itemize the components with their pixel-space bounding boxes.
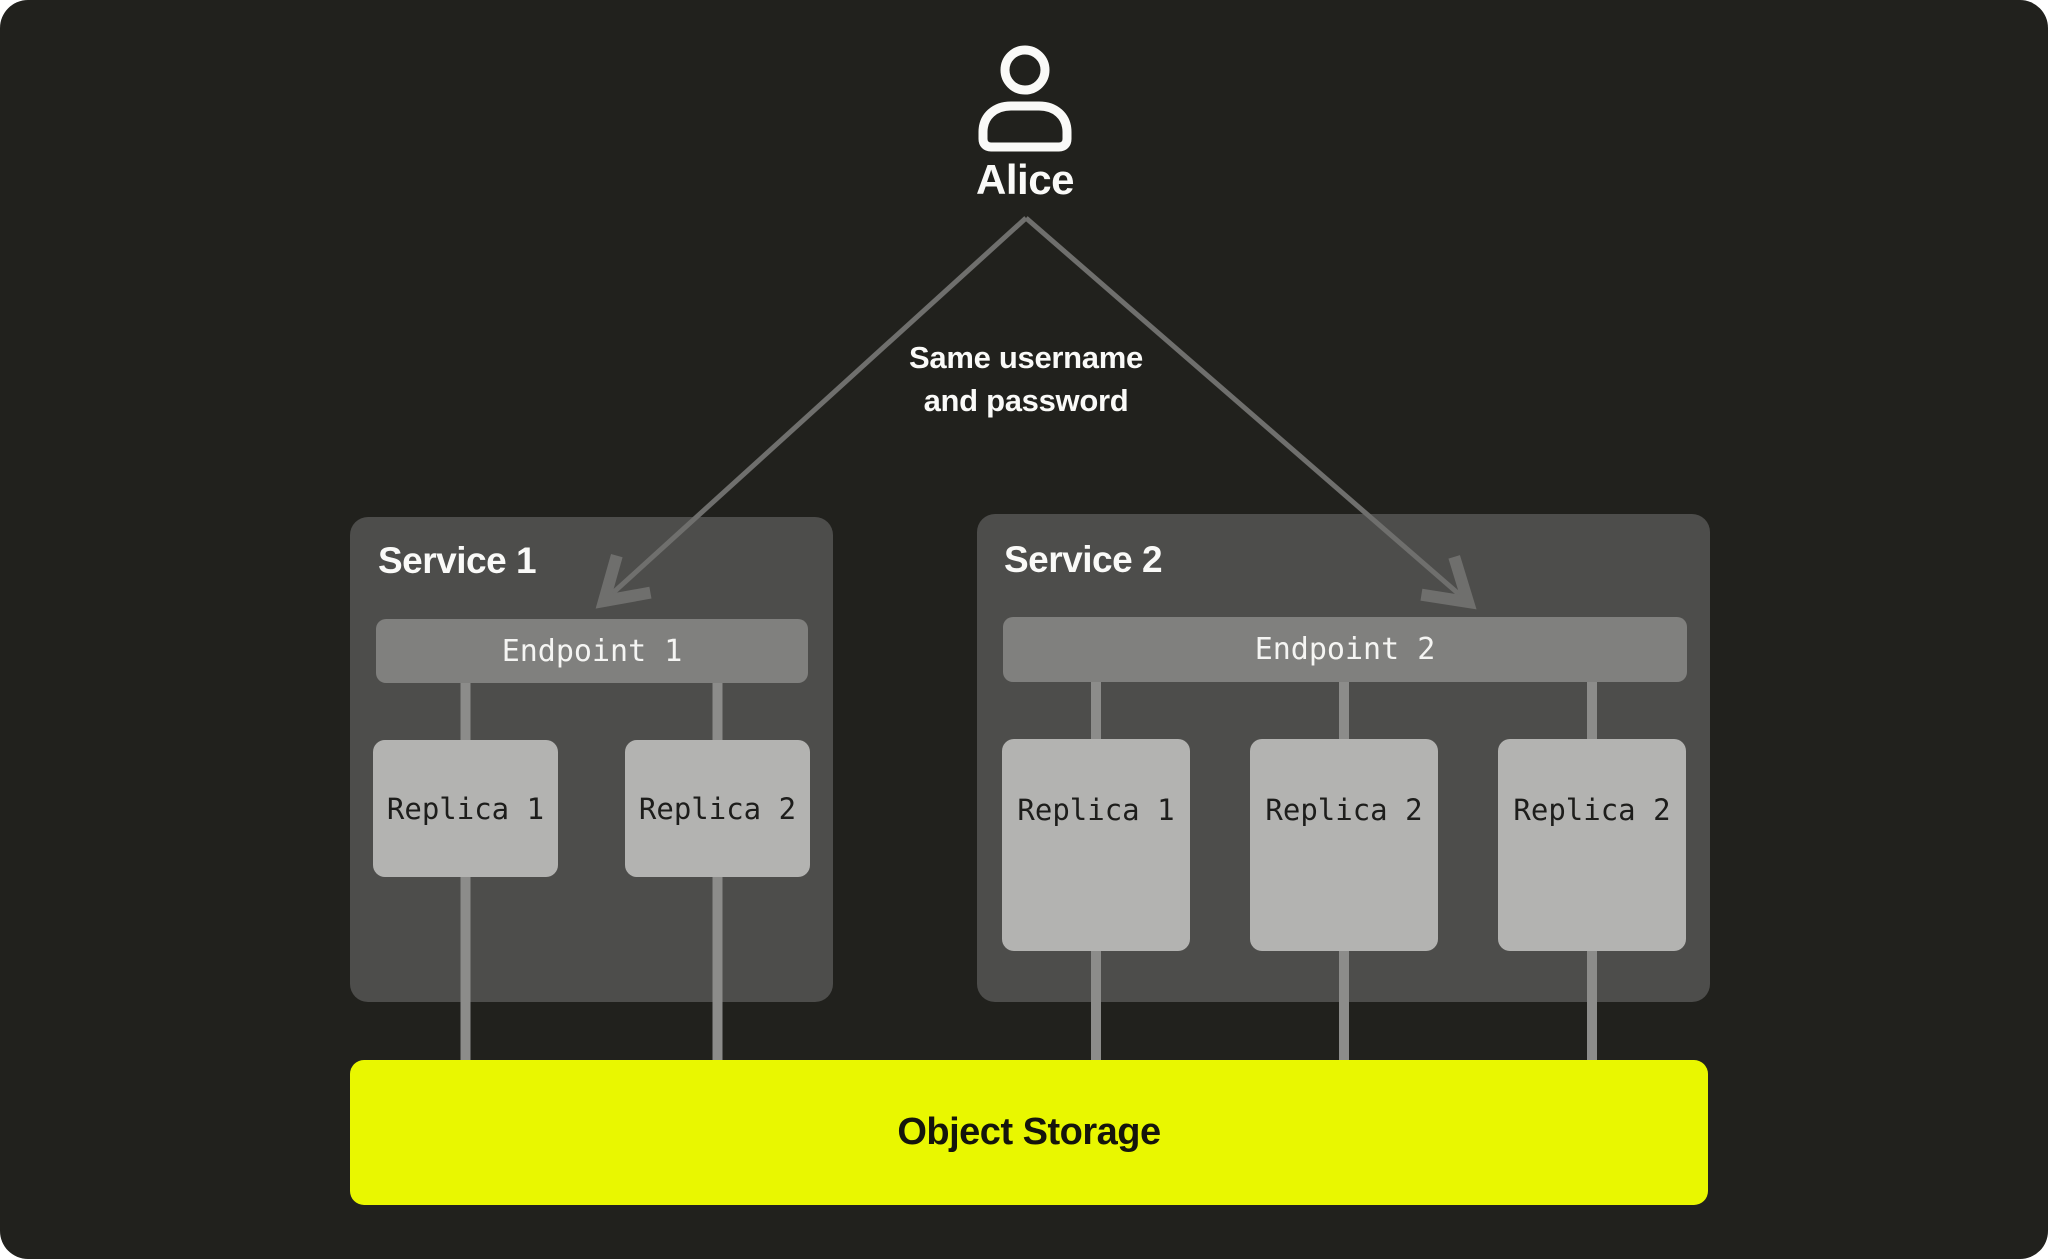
- service1-replica2-box: Replica 2: [625, 740, 810, 877]
- service1-endpoint-box: Endpoint 1: [376, 619, 808, 683]
- arrow-line-right: [1024, 216, 1477, 610]
- service1-replica1-box: Replica 1: [373, 740, 558, 877]
- auth-annotation: Same username and password: [825, 336, 1227, 422]
- service2-title: Service 2: [1004, 539, 1163, 580]
- service2-replica2-box: Replica 2: [1250, 739, 1438, 951]
- auth-annotation-line1: Same username: [909, 340, 1143, 375]
- arrow-line-left: [595, 216, 1028, 609]
- service1-title: Service 1: [378, 540, 537, 581]
- object-storage-bar: Object Storage: [350, 1060, 1708, 1205]
- user-icon: [978, 45, 1072, 152]
- service2-replica3-box: Replica 2: [1498, 739, 1686, 951]
- object-storage-label: Object Storage: [897, 1111, 1161, 1153]
- user-label: Alice: [976, 156, 1074, 203]
- service2-replica1-box: Replica 1: [1002, 739, 1190, 951]
- auth-annotation-line2: and password: [923, 383, 1129, 418]
- service2-endpoint-box: Endpoint 2: [1003, 617, 1687, 682]
